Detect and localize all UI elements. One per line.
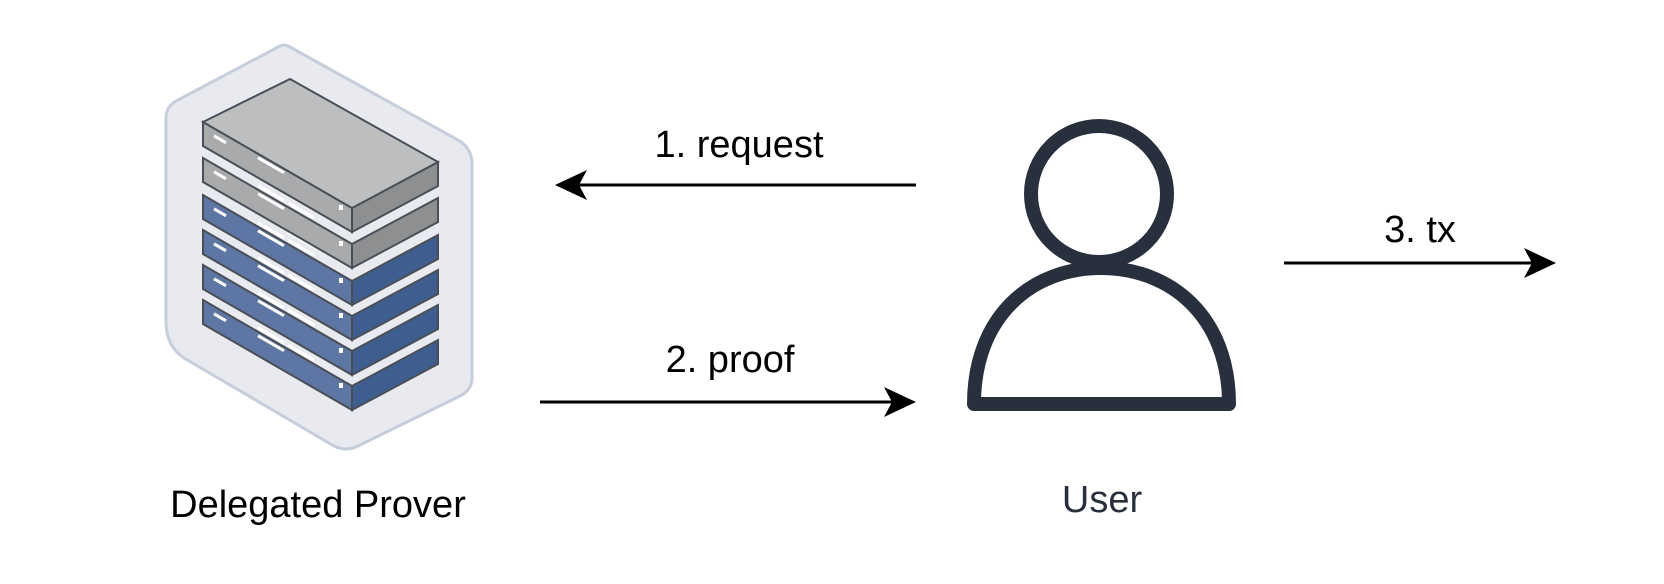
- server-unit: [202, 156, 439, 270]
- tx-label: 3. tx: [1384, 209, 1456, 251]
- server-unit-side: [351, 303, 439, 377]
- proof-arrowhead: [884, 387, 916, 417]
- server-unit-slot: [257, 192, 285, 211]
- server-unit-slot: [257, 334, 285, 353]
- edge-request: 1. request: [555, 124, 916, 200]
- delegated-prover-node: Delegated Prover: [164, 43, 474, 526]
- edge-tx: 3. tx: [1284, 209, 1556, 278]
- server-unit-slot: [287, 273, 315, 292]
- user-node: User: [967, 119, 1236, 521]
- tx-arrowhead: [1524, 248, 1556, 278]
- server-unit-slot: [257, 299, 285, 318]
- server-unit-led: [339, 383, 343, 388]
- server-unit-slot: [287, 308, 315, 327]
- server-unit-slot: [287, 343, 315, 362]
- server-unit-side: [351, 268, 439, 342]
- server-unit-slot: [257, 229, 285, 248]
- user-body: [967, 261, 1236, 411]
- proof-label: 2. proof: [666, 339, 795, 381]
- server-unit-led: [339, 241, 343, 246]
- server-unit-slot: [257, 326, 285, 345]
- server-unit-led: [339, 278, 343, 283]
- server-unit-slot: [257, 156, 285, 175]
- server-unit-slot: [257, 221, 285, 240]
- server-unit-slot: [287, 238, 315, 257]
- prover-label: Delegated Prover: [170, 484, 466, 526]
- server-rack-icon: [164, 43, 474, 451]
- server-unit-slot: [213, 207, 227, 218]
- server-unit-led: [339, 205, 343, 210]
- server-unit-slot: [257, 184, 285, 203]
- server-unit-slot: [213, 170, 227, 181]
- server-unit-led: [339, 348, 343, 353]
- server-unit-led: [339, 313, 343, 318]
- server-unit-side: [351, 338, 439, 412]
- user-head: [1024, 119, 1174, 269]
- server-unit-slot: [257, 256, 285, 275]
- server-unit-side: [351, 196, 439, 270]
- server-rack-lid: [200, 77, 441, 210]
- request-label: 1. request: [655, 124, 824, 166]
- server-unit-slot: [257, 291, 285, 310]
- server-unit-slot: [213, 277, 227, 288]
- server-unit-slot: [213, 312, 227, 323]
- server-unit-slot: [213, 134, 227, 145]
- user-icon: [967, 119, 1236, 411]
- server-unit-slot: [257, 264, 285, 283]
- server-unit-side: [351, 233, 439, 307]
- user-label: User: [1062, 479, 1143, 521]
- server-unit-slot: [213, 242, 227, 253]
- request-arrowhead: [555, 170, 587, 200]
- server-unit-slot: [287, 201, 315, 220]
- edge-proof: 2. proof: [540, 339, 916, 417]
- server-unit: [202, 263, 439, 377]
